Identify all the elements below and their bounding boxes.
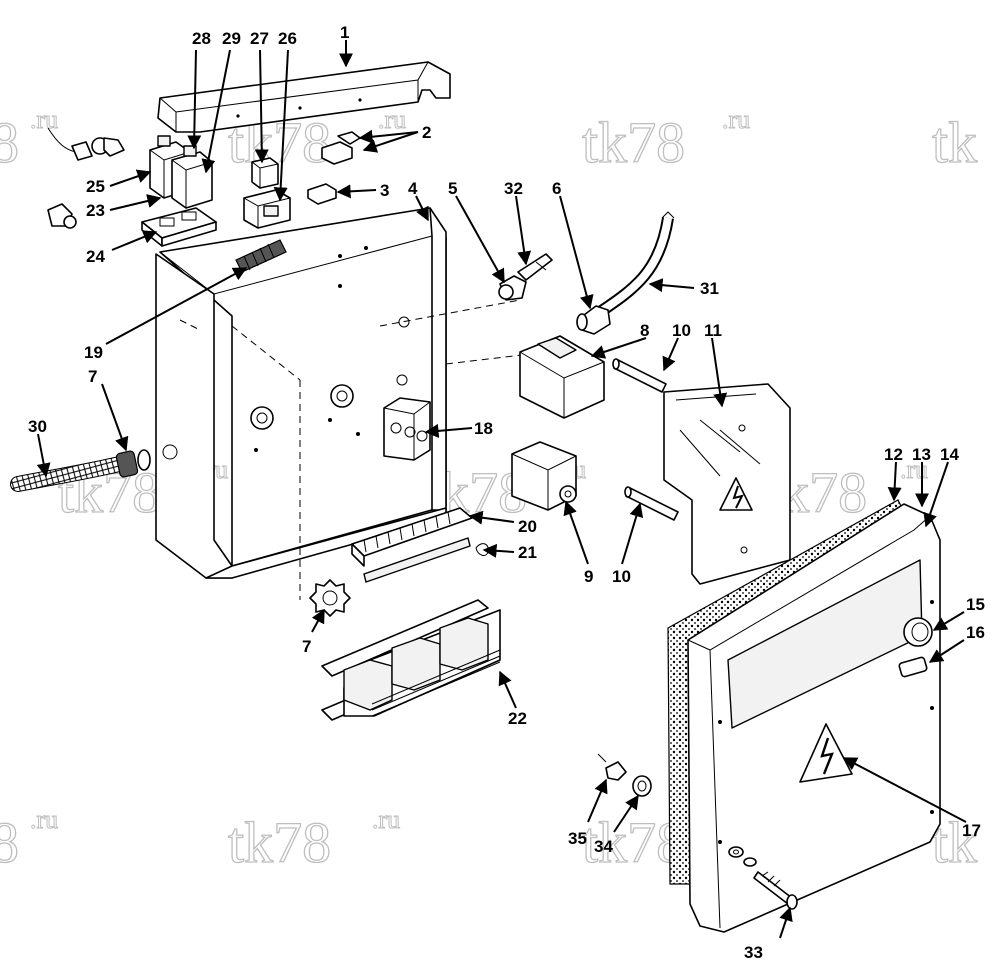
- terminal-block-part-18: [383, 397, 431, 461]
- callout-10-lower: 10: [612, 567, 631, 586]
- callout-22: 22: [508, 709, 527, 728]
- callout-2: 2: [422, 123, 431, 142]
- callout-6: 6: [552, 179, 561, 198]
- callout-21: 21: [518, 543, 537, 562]
- leader-lines: [36, 40, 967, 939]
- callout-9: 9: [584, 567, 593, 586]
- callout-5: 5: [448, 179, 457, 198]
- callout-8: 8: [640, 321, 649, 340]
- socket-part-26: [243, 189, 291, 229]
- callout-14: 14: [940, 445, 959, 464]
- nut-part-34: [632, 775, 652, 797]
- relay-part-27: [251, 157, 279, 189]
- callout-25: 25: [86, 177, 105, 196]
- callout-33: 33: [744, 943, 763, 962]
- watermark-partial: tk: [932, 110, 977, 175]
- callout-7-lower: 7: [302, 637, 311, 656]
- watermark-suffix: .ru: [900, 455, 928, 484]
- gland-part-6: [576, 305, 611, 335]
- callout-11: 11: [704, 321, 722, 340]
- watermark-suffix: .ru: [30, 105, 58, 134]
- lid-part-1: [157, 61, 451, 133]
- callout-31: 31: [700, 279, 719, 298]
- relay-socket-part-24: [141, 207, 217, 247]
- callout-labels: 1 2 3 4 5 6 7 7 8 9 10 10 11 12 13 14 15…: [28, 23, 985, 962]
- watermark: tk78: [582, 110, 685, 175]
- callout-17: 17: [962, 821, 981, 840]
- door-part-14: [687, 503, 941, 933]
- transformer-part-22: [321, 599, 501, 721]
- callout-10-upper: 10: [672, 321, 691, 340]
- clips-part-2: [321, 131, 361, 165]
- callout-12: 12: [884, 445, 903, 464]
- callout-20: 20: [518, 517, 537, 536]
- connectors-upper-left: [47, 127, 125, 229]
- callout-30: 30: [28, 417, 47, 436]
- cable-part-30: [10, 449, 151, 492]
- callout-24: 24: [86, 247, 105, 266]
- callout-4: 4: [408, 179, 418, 198]
- rod-part-10-upper: [612, 358, 667, 393]
- callout-35: 35: [568, 829, 587, 848]
- callout-13: 13: [912, 445, 931, 464]
- hose-part-31: [596, 211, 675, 317]
- plate-part-11: [663, 383, 791, 585]
- callout-34: 34: [594, 837, 613, 856]
- watermark-suffix: .ru: [378, 105, 406, 134]
- callout-3: 3: [380, 181, 389, 200]
- watermark-partial: 8: [0, 110, 19, 175]
- callout-32: 32: [504, 179, 523, 198]
- watermark-suffix: .ru: [372, 805, 400, 834]
- watermark-suffix: .ru: [30, 805, 58, 834]
- callout-16: 16: [966, 623, 985, 642]
- callout-23: 23: [86, 201, 105, 220]
- switch-part-9: [511, 441, 577, 511]
- terminal-strip-part-20: [351, 507, 473, 583]
- star-nut-part-7: [309, 579, 351, 617]
- cover-part-8: [519, 335, 605, 419]
- clamp-part-32: [517, 253, 553, 281]
- bracket-part-3: [307, 183, 337, 205]
- callout-15: 15: [966, 595, 985, 614]
- callout-28: 28: [192, 29, 211, 48]
- screw-part-33: [728, 846, 798, 910]
- callout-7-upper: 7: [88, 367, 97, 386]
- rod-part-10-lower: [624, 486, 679, 521]
- grommet-part-19: [235, 239, 287, 273]
- fitting-part-5: [498, 275, 527, 301]
- callout-29: 29: [222, 29, 241, 48]
- housing-part-4: [155, 207, 531, 600]
- callout-26: 26: [278, 29, 297, 48]
- callout-19: 19: [84, 343, 103, 362]
- callout-27: 27: [250, 29, 269, 48]
- callout-18: 18: [474, 419, 493, 438]
- watermark: tk78: [228, 810, 331, 875]
- watermark: tk78: [582, 810, 685, 875]
- watermark-partial: 8: [0, 810, 19, 875]
- watermark-suffix: .ru: [722, 105, 750, 134]
- callout-1: 1: [340, 23, 349, 42]
- clip-part-35: [597, 753, 627, 781]
